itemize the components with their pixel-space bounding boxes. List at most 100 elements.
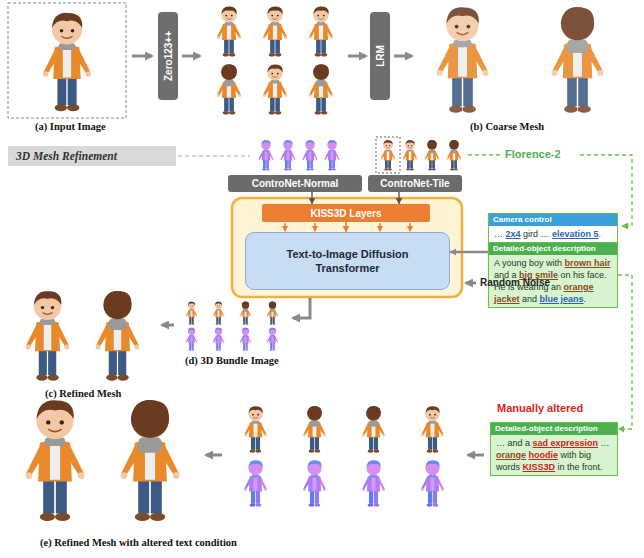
- illustration-part: [244, 406, 267, 453]
- illustration-part: [186, 302, 197, 325]
- connector-line: [618, 275, 632, 429]
- model-box: Zero123++: [158, 12, 178, 100]
- figure-label: (b) Coarse Mesh: [470, 121, 544, 132]
- illustration-part: [244, 460, 267, 507]
- illustration-part: [217, 64, 242, 114]
- illustration-part: [186, 328, 197, 351]
- connector: [450, 249, 488, 256]
- illustration-part: [259, 140, 274, 170]
- model-box: Text-to-Image Diffusion Transformer: [245, 232, 450, 290]
- node-text: LRM: [375, 45, 386, 67]
- illustration-part: [267, 328, 278, 351]
- illustration-part: [293, 298, 310, 318]
- section-banner: 3D Mesh Refinement: [8, 146, 176, 166]
- illustration-part: [267, 302, 278, 325]
- illustration-part: [314, 223, 316, 231]
- highlight: sad expression: [533, 438, 599, 448]
- illustration-part: [409, 223, 411, 231]
- figure-label: Random Noise: [480, 277, 550, 288]
- illustration-part: [182, 55, 200, 58]
- illustration-part: [284, 223, 286, 231]
- illustration-part: [468, 454, 484, 457]
- figure-label: (c) Refined Mesh: [45, 388, 121, 399]
- prompt-panel: Detailed-object description… and a sad e…: [490, 422, 618, 476]
- illustration-part: [376, 137, 400, 173]
- illustration-part: [162, 324, 174, 327]
- node-text: … and a sad expression … orange hoodie w…: [491, 435, 617, 475]
- highlight: KISS3D: [523, 462, 556, 472]
- illustration-part: [362, 460, 385, 507]
- illustration-part: [394, 55, 412, 58]
- highlight: orange: [496, 450, 526, 460]
- illustration-part: [381, 140, 396, 170]
- illustration-part: [43, 13, 91, 111]
- illustration-part: [348, 55, 366, 58]
- illustration-part: [379, 223, 381, 231]
- illustration-part: [325, 140, 340, 170]
- highlight: brown hair: [565, 258, 611, 268]
- illustration-part: [213, 328, 224, 351]
- illustration-part: [132, 55, 152, 58]
- illustration-part: [425, 140, 440, 171]
- arrowhead: [618, 426, 624, 433]
- illustration-part: [25, 400, 84, 521]
- illustration-part: [421, 406, 444, 453]
- node-text: Camera control: [489, 214, 617, 226]
- illustration-part: [213, 302, 224, 325]
- illustration-part: [303, 460, 326, 507]
- illustration-part: [281, 140, 296, 170]
- illustration-part: [178, 155, 250, 156]
- illustration-part: [263, 6, 288, 56]
- highlight: 2x4: [506, 229, 521, 239]
- illustration-part: [217, 6, 242, 56]
- model-box: LRM: [370, 12, 390, 100]
- illustration-part: [206, 454, 222, 457]
- control-box: ControNet-Normal: [228, 175, 362, 192]
- connector: [396, 192, 403, 204]
- illustration-part: [309, 6, 334, 56]
- illustration-part: [403, 140, 418, 170]
- connector: [309, 192, 316, 204]
- illustration-part: [232, 198, 462, 297]
- figure-label: Florence-2: [505, 148, 561, 160]
- illustration-part: [437, 7, 489, 113]
- connector: [618, 275, 632, 433]
- prompt-panel: Camera control… 2x4 gird … elevation 5.: [488, 213, 618, 243]
- illustration-part: [552, 7, 604, 113]
- connector: [343, 222, 350, 232]
- node-text: ControNet-Tile: [380, 178, 449, 189]
- node-text: Detailed-object description: [491, 423, 617, 435]
- node-text: Text-to-Image Diffusion Transformer: [280, 247, 415, 275]
- illustration-part: [240, 328, 251, 351]
- prompt-panel: Detailed-object descriptionA young boy w…: [488, 242, 618, 308]
- illustration-part: [96, 291, 140, 381]
- figure-label: Manually altered: [497, 402, 583, 414]
- layer-box: KISS3D Layers: [262, 204, 430, 222]
- illustration-part: [362, 406, 385, 453]
- illustration-part: [26, 291, 70, 380]
- figure-label: (d) 3D Bundle Image: [185, 355, 279, 366]
- node-text: KISS3D Layers: [310, 208, 381, 219]
- node-text: Detailed-object description: [489, 243, 617, 255]
- arrowhead: [450, 249, 456, 256]
- highlight: blue jeans: [540, 294, 584, 304]
- illustration-part: [8, 3, 126, 118]
- node-text: ControNet-Normal: [252, 178, 339, 189]
- illustration-part: [309, 64, 334, 114]
- node-text: 3D Mesh Refinement: [16, 150, 117, 162]
- highlight: hoodie: [529, 450, 559, 460]
- illustration-part: [240, 302, 251, 325]
- illustration-part: [303, 406, 326, 453]
- highlight: elevation 5: [552, 229, 599, 239]
- illustration-part: [468, 154, 500, 155]
- node-text: Zero123++: [163, 31, 174, 81]
- illustration-part: [447, 140, 462, 171]
- control-box: ControNet-Tile: [368, 175, 462, 192]
- node-text: … 2x4 gird … elevation 5.: [489, 226, 617, 242]
- figure-label: (e) Refined Mesh with altered text condi…: [40, 537, 237, 548]
- illustration-part: [120, 400, 179, 521]
- figure-label: (a) Input Image: [35, 121, 106, 132]
- illustration-part: [421, 460, 444, 507]
- illustration-part: [303, 140, 318, 170]
